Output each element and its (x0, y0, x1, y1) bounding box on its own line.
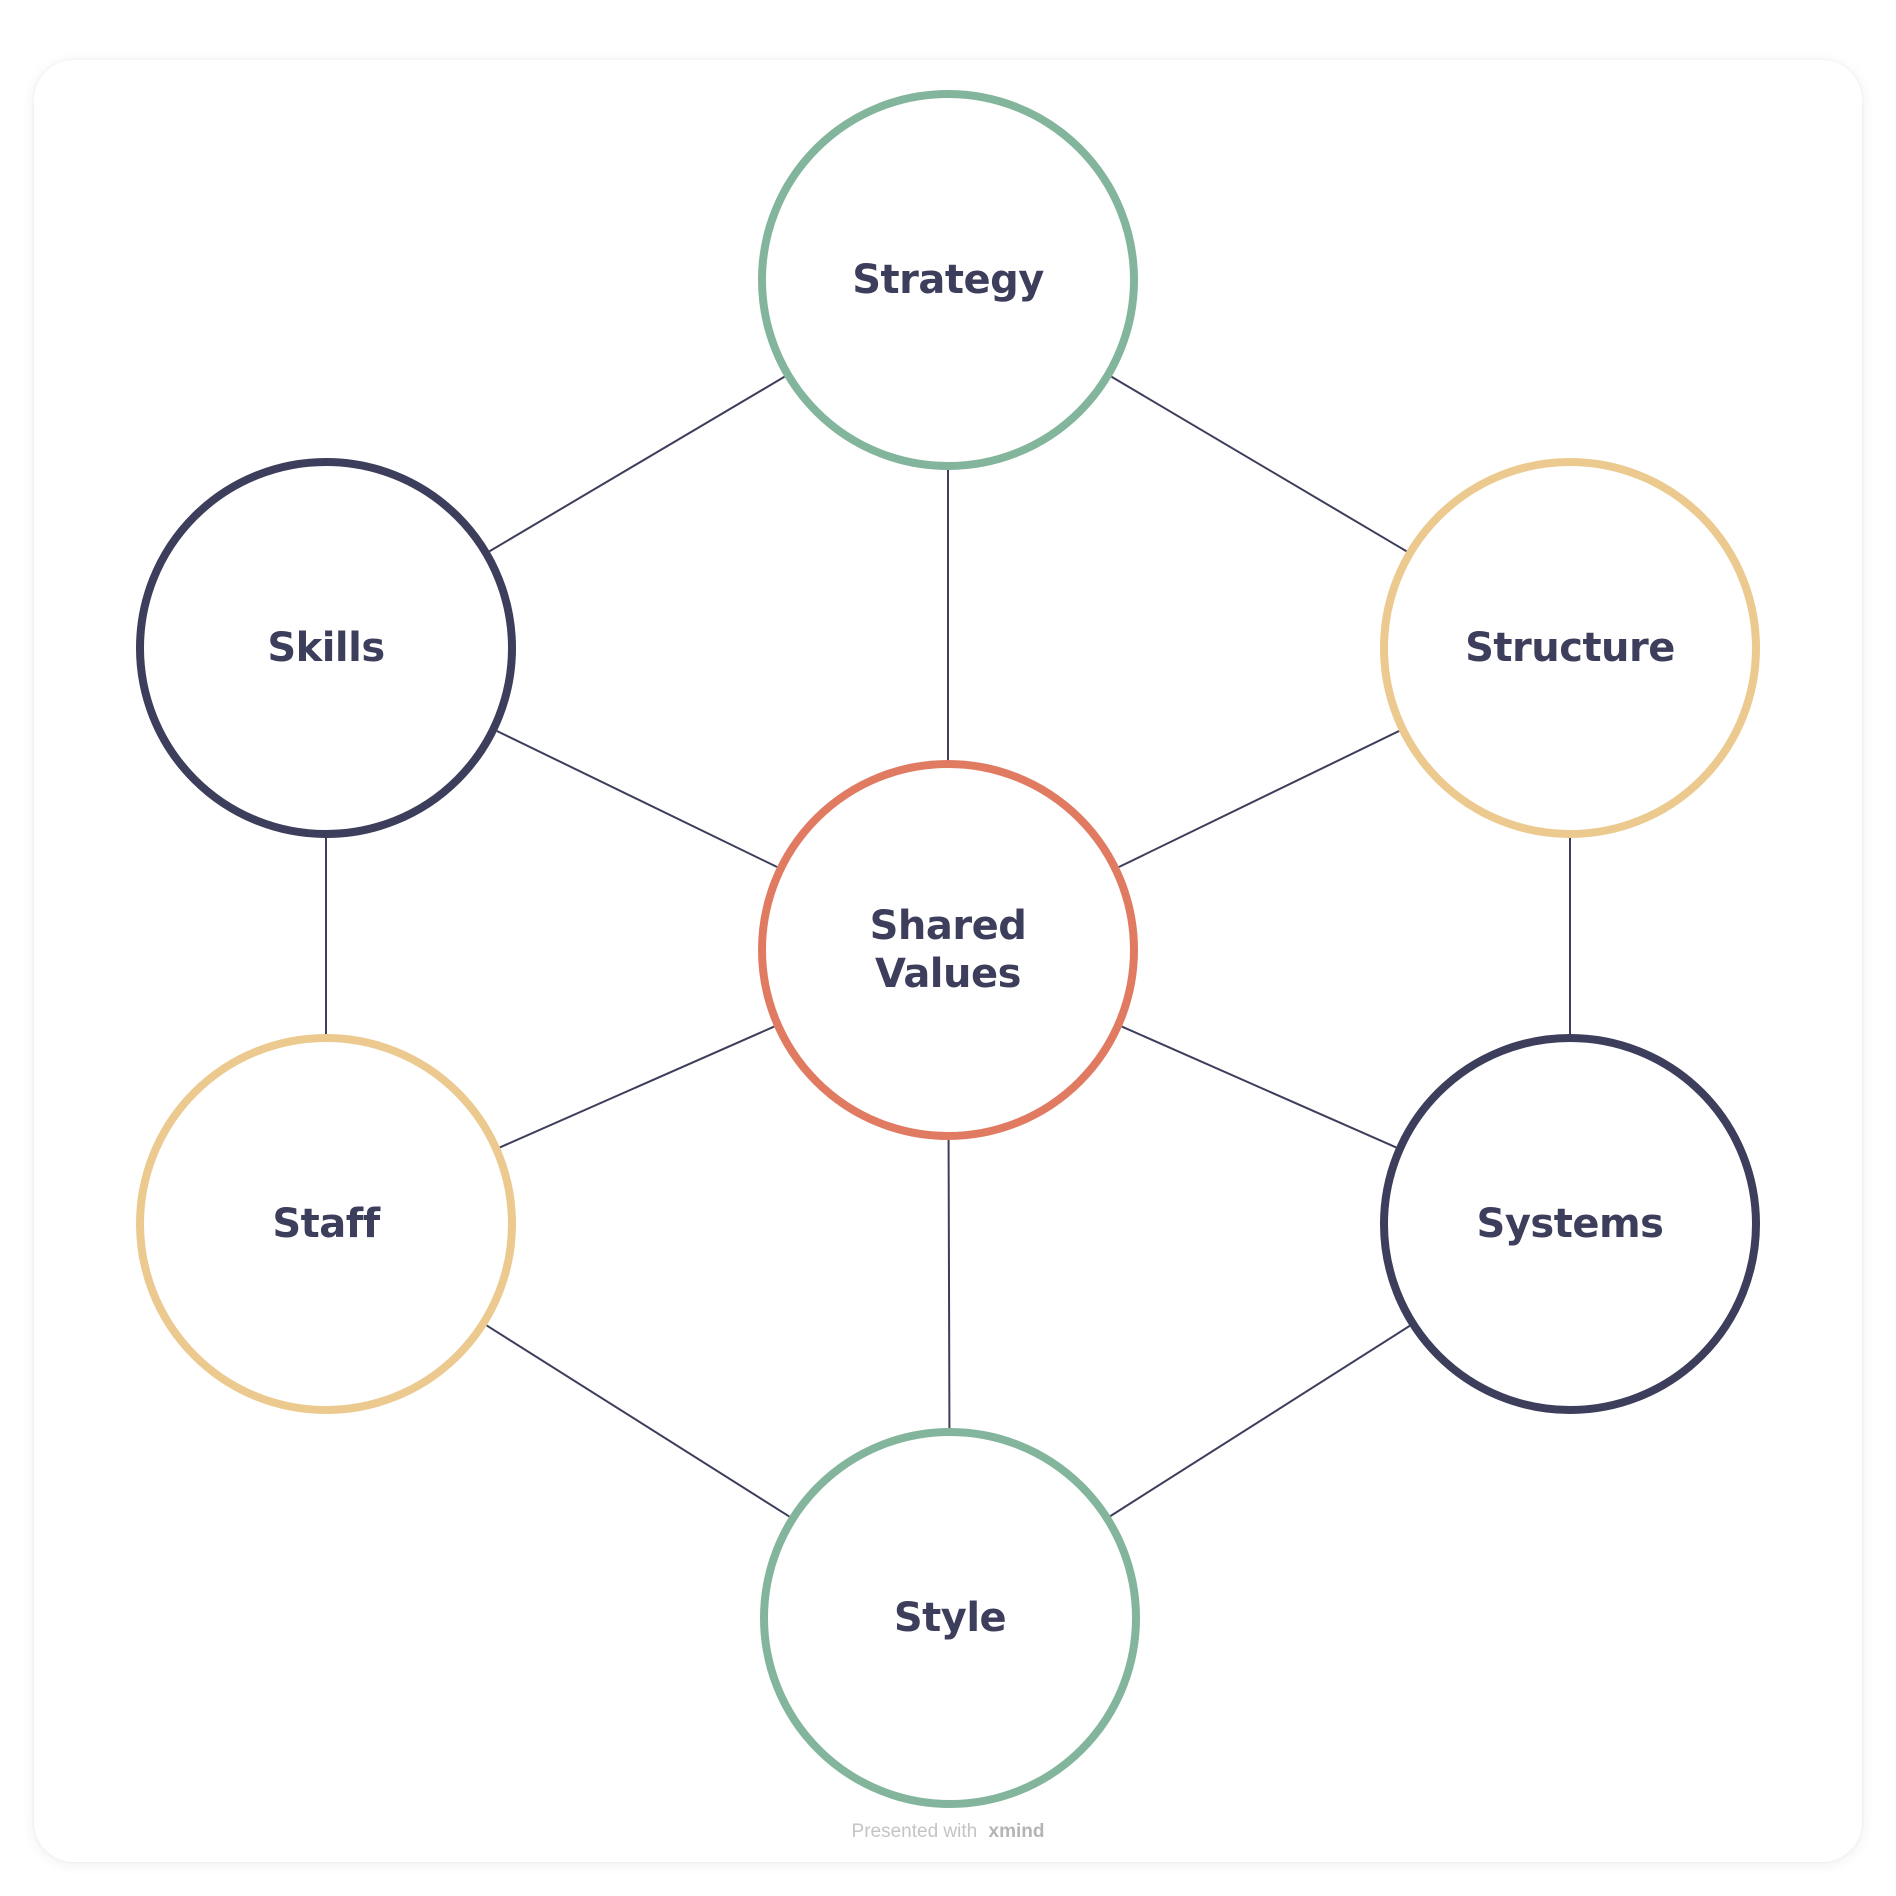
footer-credit: Presented with xmind (852, 1821, 1045, 1842)
node-label-shared-values: Values (875, 951, 1021, 997)
node-label-style: Style (894, 1595, 1006, 1641)
node-label-skills: Skills (267, 625, 384, 671)
connector-strategy-skills (489, 375, 785, 553)
node-systems[interactable]: Systems (1380, 1034, 1760, 1414)
connector-structure-shared-values (1118, 730, 1400, 868)
node-circle-structure[interactable] (1380, 458, 1760, 838)
connector-strategy-structure (1111, 375, 1407, 553)
node-skills[interactable]: Skills (136, 458, 516, 838)
node-circle-staff[interactable] (136, 1034, 516, 1414)
node-circle-shared-values[interactable] (758, 760, 1138, 1140)
connector-staff-shared-values (499, 1025, 775, 1149)
node-circle-strategy[interactable] (758, 90, 1138, 470)
connector-staff-style (486, 1324, 790, 1518)
node-label-staff: Staff (272, 1201, 380, 1247)
node-circle-style[interactable] (760, 1428, 1140, 1808)
footer-prefix: Presented with (852, 1821, 978, 1842)
node-style[interactable]: Style (760, 1428, 1140, 1808)
node-circle-skills[interactable] (136, 458, 516, 838)
node-label-structure: Structure (1465, 625, 1675, 671)
node-circle-systems[interactable] (1380, 1034, 1760, 1414)
footer-brand: xmind (989, 1821, 1045, 1842)
node-structure[interactable]: Structure (1380, 458, 1760, 838)
connector-systems-style (1109, 1325, 1411, 1517)
node-label-systems: Systems (1477, 1201, 1664, 1247)
node-label-strategy: Strategy (852, 257, 1044, 303)
node-strategy[interactable]: Strategy (758, 90, 1138, 470)
connector-skills-shared-values (496, 730, 778, 868)
connector-systems-shared-values (1121, 1025, 1397, 1149)
node-staff[interactable]: Staff (136, 1034, 516, 1414)
connector-shared-values-style (947, 1139, 951, 1429)
connector-lines (325, 375, 1571, 1518)
node-label-shared-values: Shared (870, 903, 1027, 949)
